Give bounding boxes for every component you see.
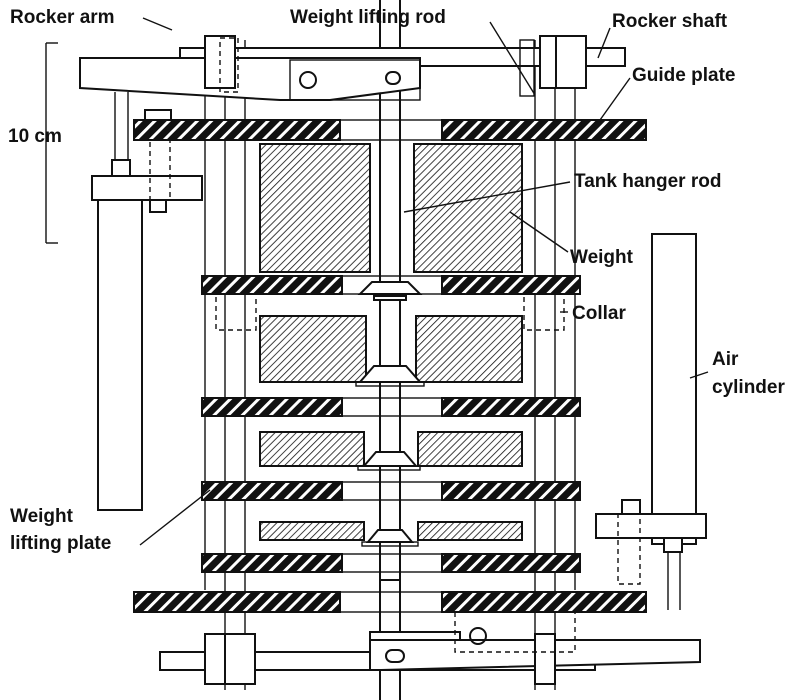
left-air-cylinder [91,92,203,511]
guide-plate-top-right [441,119,647,141]
guide-rods [204,40,576,690]
weights [259,143,523,541]
guide-plate-bottom [133,591,341,613]
label-weight-lifting-plate-line2: lifting plate [10,533,111,554]
top-rocker-assembly [79,35,626,101]
central-rod [379,0,401,700]
label-air-cylinder-line1: Air [712,349,739,370]
label-rocker-shaft: Rocker shaft [612,11,728,32]
hanger-cones [355,281,425,547]
leader-lines [139,17,709,546]
label-collar: Collar [572,303,626,324]
labels: Rocker arm Weight lifting rod Rocker sha… [8,7,785,554]
label-rocker-arm: Rocker arm [10,7,115,28]
plates [133,119,647,613]
scale-bar [45,42,58,244]
label-tank-hanger-rod: Tank hanger rod [574,171,721,192]
label-weight-lifting-plate-line1: Weight [10,506,74,527]
guide-plate-top [133,119,341,141]
label-weight: Weight [570,247,634,268]
label-air-cylinder-line2: cylinder [712,377,785,398]
bottom-rocker-assembly [159,611,701,685]
label-scale: 10 cm [8,126,62,147]
right-air-cylinder [595,233,707,610]
label-guide-plate: Guide plate [632,65,735,86]
label-weight-lifting-rod: Weight lifting rod [290,7,446,28]
